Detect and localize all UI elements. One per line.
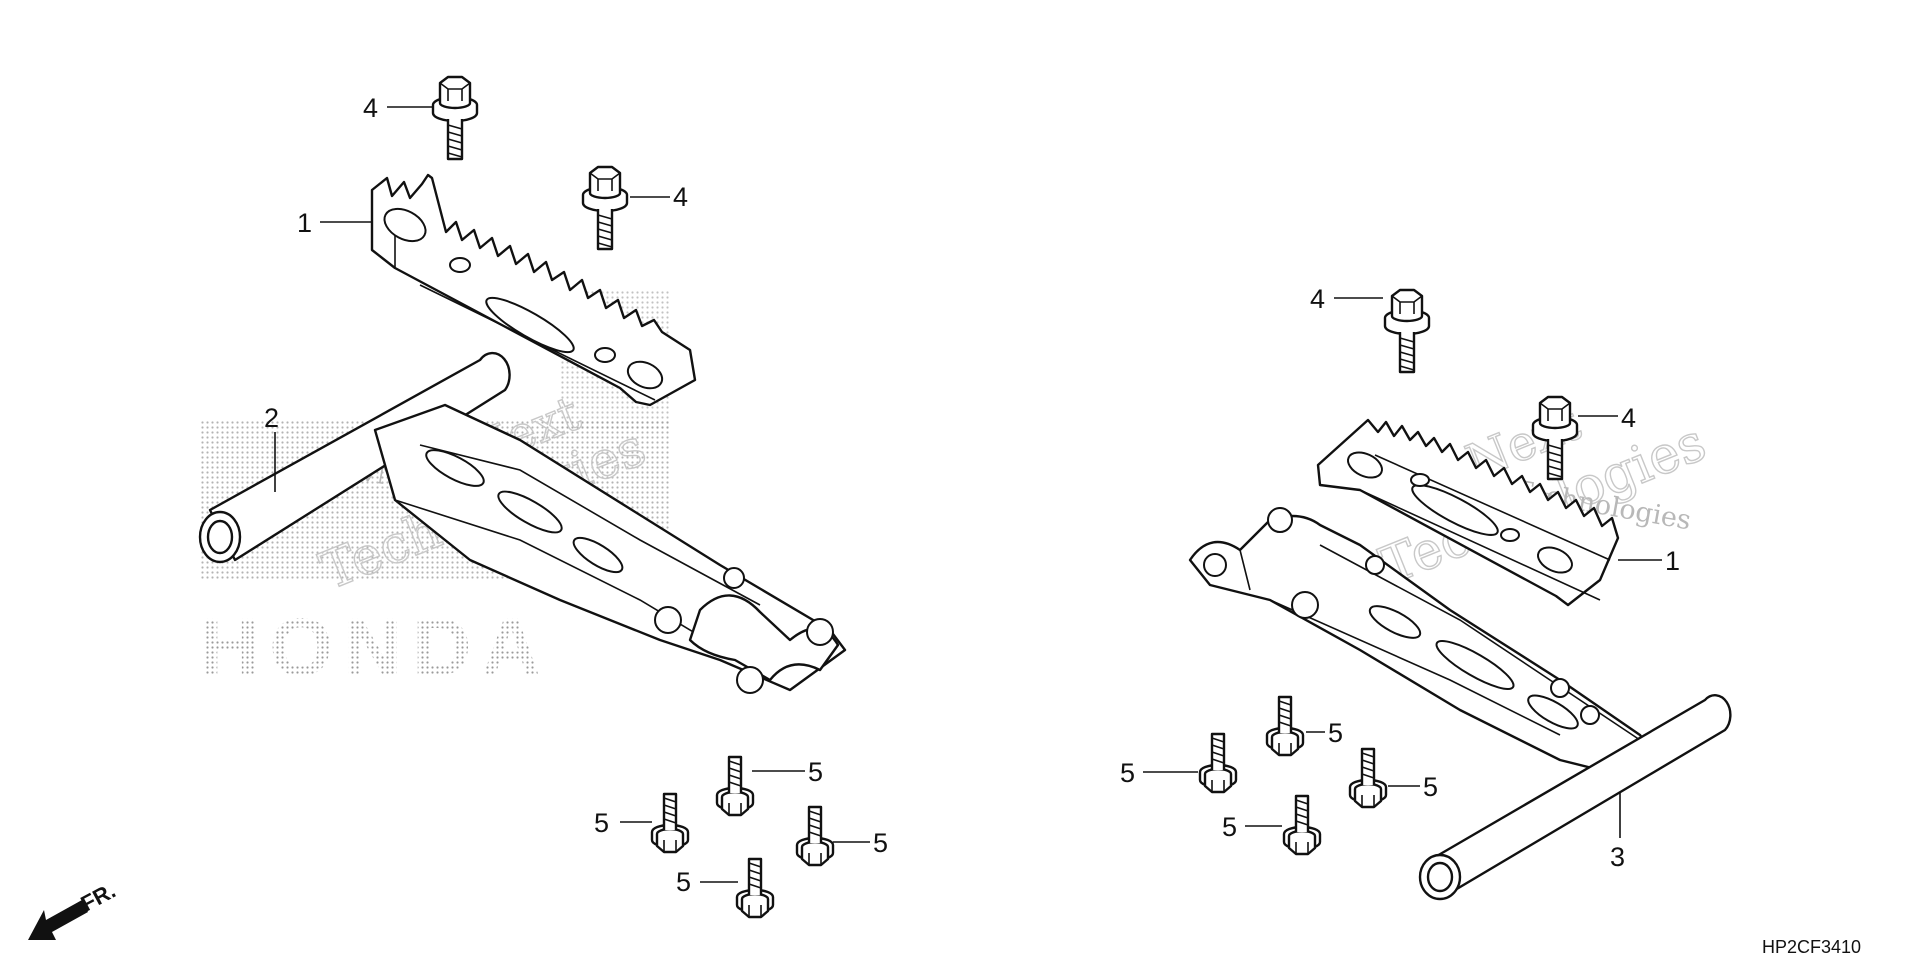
callout-step-left: 1	[297, 208, 312, 238]
front-direction-indicator: FR.	[28, 878, 120, 940]
front-arrow-icon	[28, 900, 88, 940]
diagram-code: HP2CF3410	[1762, 937, 1861, 957]
flange-bolt-5-left-3	[735, 857, 775, 919]
watermark-brand: HONDA	[200, 602, 551, 693]
flange-bolt-5-left-2	[715, 755, 755, 817]
callout-holder-left: 2	[264, 403, 279, 433]
callout-holder-right: 3	[1610, 842, 1625, 872]
callout-bolt-upper-d: 4	[1621, 403, 1636, 433]
leader-lines	[274, 106, 1662, 883]
callout-bolt-l2: 5	[808, 757, 823, 787]
callout-bolt-l4: 5	[873, 828, 888, 858]
callout-step-right: 1	[1665, 546, 1680, 576]
callout-bolt-r3: 5	[1423, 772, 1438, 802]
flange-bolt-5-right-2	[1265, 695, 1305, 757]
step-holder-right	[1188, 507, 1732, 901]
flange-bolt-5-left-1	[650, 792, 690, 854]
callout-bolt-upper-b: 4	[673, 182, 688, 212]
callout-bolt-l3: 5	[676, 867, 691, 897]
callout-bolt-upper-c: 4	[1310, 284, 1325, 314]
callout-bolt-upper-a: 4	[363, 93, 378, 123]
flange-bolt-5-left-4	[795, 805, 835, 867]
callout-bolt-r1: 5	[1120, 758, 1135, 788]
flange-bolt-5-right-4	[1282, 794, 1322, 856]
flange-bolt-5-right-1	[1198, 732, 1238, 794]
callout-bolt-l1: 5	[594, 808, 609, 838]
callouts: 1 4 4 2 5 5 5 5 4 4 1 5 5 5 5 3	[264, 93, 1680, 897]
flange-bolt-4-right-top	[1383, 288, 1431, 374]
flange-bolt-5-right-3	[1348, 747, 1388, 809]
footpeg-step-right	[1316, 418, 1620, 607]
callout-bolt-r2: 5	[1328, 718, 1343, 748]
callout-bolt-r4: 5	[1222, 812, 1237, 842]
footpeg-step-left	[370, 173, 697, 407]
step-holder-left	[198, 351, 847, 694]
flange-bolt-4-left-top	[431, 75, 479, 161]
flange-bolt-4-left-mid	[581, 165, 629, 251]
